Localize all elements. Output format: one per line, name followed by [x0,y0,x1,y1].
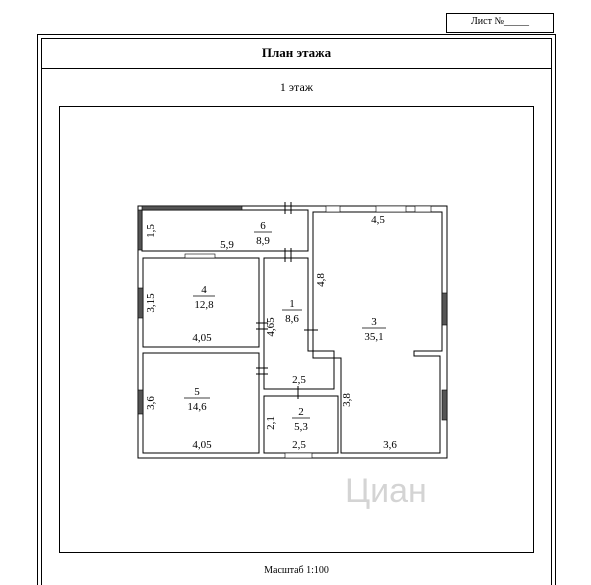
room-6-number: 6 [260,220,266,232]
window-room-2-bottom [284,452,313,459]
dim-4-5: 4,5 [371,214,385,226]
dim-4-05-bottom: 4,05 [192,439,212,451]
dim-3-6-bottom: 3,6 [383,439,397,451]
dim-1-5: 1,5 [145,224,157,238]
room-3-label: 3 35,1 [362,316,386,343]
window-room-3-right-a [441,292,448,326]
title-divider [41,68,552,69]
window-room-6 [137,209,143,251]
window-room-4-top [184,253,216,259]
room-4-number: 4 [201,284,207,296]
room-6-area: 8,9 [256,235,270,247]
window-room-3-top-b [375,205,407,213]
dim-2-5-top: 2,5 [292,374,306,386]
room-3-number: 3 [371,316,377,328]
sheet-number-box [446,13,554,33]
room-2-number: 2 [298,406,304,418]
window-room-4 [137,287,144,319]
room-6-label: 6 8,9 [254,220,272,247]
watermark-text: Циан [345,472,427,510]
dim-4-65: 4,65 [265,317,277,337]
wall-room-1 [263,257,335,390]
room-3-area: 35,1 [364,331,383,343]
dim-5-9: 5,9 [220,239,234,251]
room-1-number: 1 [289,298,295,310]
window-room-3-top-a [325,205,341,213]
room-5-number: 5 [194,386,200,398]
dimension-labels: 1,5 5,9 4,5 4,8 3,15 4,05 4,65 2,5 3,8 3… [145,214,397,451]
window-room-5 [137,389,144,415]
window-room-3-top-c [414,205,432,213]
floor-label: 1 этаж [279,80,314,94]
dim-4-8: 4,8 [315,273,327,287]
door-marks [256,202,318,399]
scale-label: Масштаб 1:100 [264,565,329,576]
plan-frame [59,106,534,553]
room-4-area: 12,8 [194,299,214,311]
room-2-label: 2 5,3 [292,406,310,433]
window-top-6 [141,205,243,211]
room-1-label: 1 8,6 [282,298,302,325]
room-5-label: 5 14,6 [184,386,210,413]
dim-3-15: 3,15 [145,293,157,313]
room-2-area: 5,3 [294,421,308,433]
window-room-3-right-b [441,389,448,421]
dim-4-05-top: 4,05 [192,332,212,344]
dim-2-1: 2,1 [265,416,277,430]
room-4-label: 4 12,8 [193,284,215,311]
inner-frame [41,38,552,585]
document-title: План этажа [261,45,332,60]
walls [137,205,448,459]
windows [137,205,448,459]
outer-frame [37,34,556,585]
sheet-number-label: Лист №_____ [471,16,529,27]
room-1-area: 8,6 [285,313,299,325]
exterior-wall-outer [137,205,448,459]
room-5-area: 14,6 [187,401,207,413]
dim-3-8: 3,8 [341,393,353,407]
dim-2-5-bottom: 2,5 [292,439,306,451]
dim-3-6-left: 3,6 [145,396,157,410]
